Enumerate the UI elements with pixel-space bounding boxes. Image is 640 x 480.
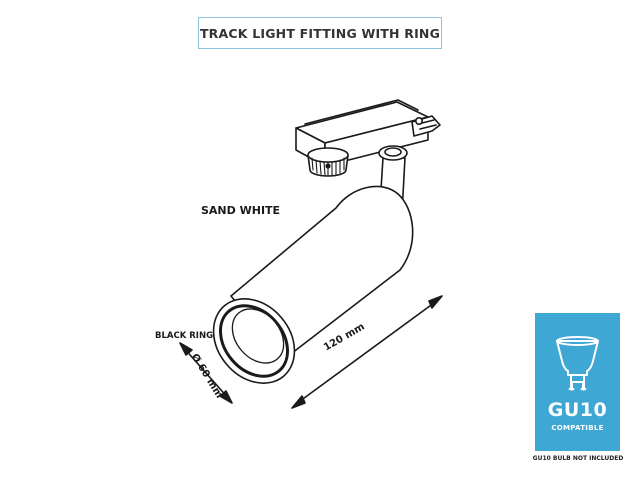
gu10-bulb-icon [556, 336, 599, 391]
body-color-label: SAND WHITE [201, 204, 281, 217]
badge-bulb-type: GU10 [547, 399, 608, 421]
diagram-title: TRACK LIGHT FITTING WITH RING [199, 25, 441, 41]
dimension-120mm-line [291, 295, 443, 409]
dimension-60mm-line [179, 342, 233, 404]
track-adapter [295, 99, 441, 167]
gu10-badge: GU10 COMPATIBLE [535, 313, 620, 451]
locking-knob [307, 147, 349, 177]
spotlight-body [212, 185, 414, 384]
ring-color-label: BLACK RING [155, 331, 214, 341]
title-box: TRACK LIGHT FITTING WITH RING [198, 17, 442, 49]
badge-compatible-text: COMPATIBLE [551, 424, 604, 432]
bulb-not-included-note: GU10 BULB NOT INCLUDED [532, 455, 624, 462]
